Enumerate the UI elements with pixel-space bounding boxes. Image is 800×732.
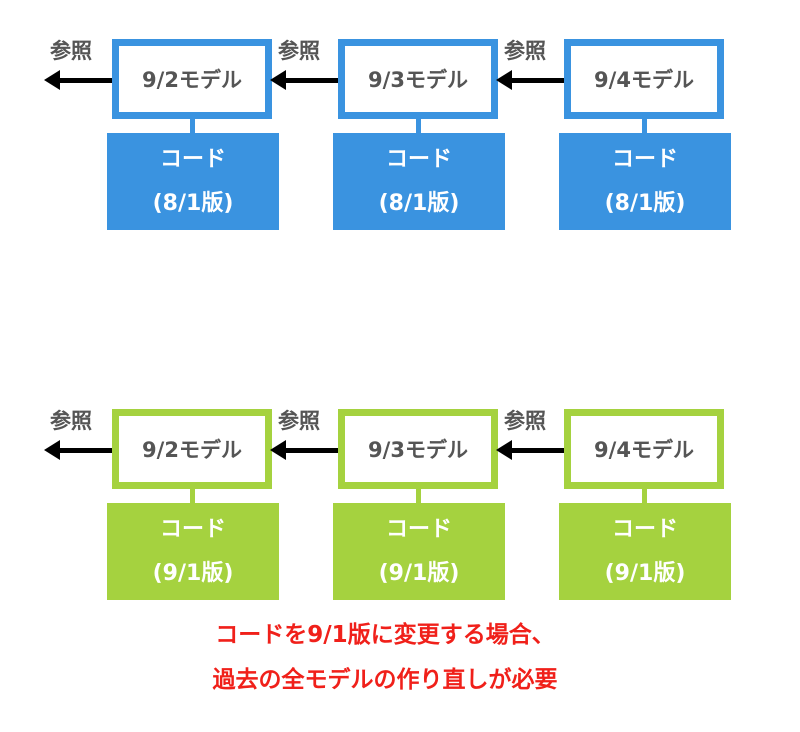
reference-arrow-icon <box>44 440 112 460</box>
code-version: (8/1版) <box>152 190 234 216</box>
code-box: コード (8/1版) <box>107 133 279 230</box>
model-box: 9/2モデル <box>112 409 272 489</box>
code-box: コード (9/1版) <box>333 503 505 600</box>
model-box: 9/2モデル <box>112 39 272 119</box>
code-version: (8/1版) <box>604 190 686 216</box>
connector-line <box>642 488 647 503</box>
connector-line <box>416 488 421 503</box>
reference-label: 参照 <box>278 39 320 63</box>
model-box: 9/4モデル <box>564 39 724 119</box>
code-box: コード (8/1版) <box>559 133 731 230</box>
reference-label: 参照 <box>504 409 546 433</box>
code-title: コード <box>159 516 226 542</box>
model-box: 9/4モデル <box>564 409 724 489</box>
connector-line <box>190 488 195 503</box>
reference-label: 参照 <box>278 409 320 433</box>
note-line-1: コードを9/1版に変更する場合、 <box>215 622 555 648</box>
code-version: (8/1版) <box>378 190 460 216</box>
reference-arrow-icon <box>270 440 338 460</box>
connector-line <box>642 118 647 133</box>
connector-line <box>190 118 195 133</box>
code-title: コード <box>611 516 678 542</box>
reference-label: 参照 <box>50 409 92 433</box>
code-box: コード (9/1版) <box>559 503 731 600</box>
code-version: (9/1版) <box>378 560 460 586</box>
note-line-2: 過去の全モデルの作り直しが必要 <box>212 667 558 693</box>
code-title: コード <box>611 146 678 172</box>
reference-arrow-icon <box>496 70 564 90</box>
code-version: (9/1版) <box>604 560 686 586</box>
reference-label: 参照 <box>504 39 546 63</box>
code-title: コード <box>385 146 452 172</box>
code-title: コード <box>385 516 452 542</box>
model-box: 9/3モデル <box>338 409 498 489</box>
code-title: コード <box>159 146 226 172</box>
reference-label: 参照 <box>50 39 92 63</box>
model-box: 9/3モデル <box>338 39 498 119</box>
connector-line <box>416 118 421 133</box>
code-version: (9/1版) <box>152 560 234 586</box>
code-box: コード (9/1版) <box>107 503 279 600</box>
code-box: コード (8/1版) <box>333 133 505 230</box>
reference-arrow-icon <box>44 70 112 90</box>
reference-arrow-icon <box>270 70 338 90</box>
reference-arrow-icon <box>496 440 564 460</box>
